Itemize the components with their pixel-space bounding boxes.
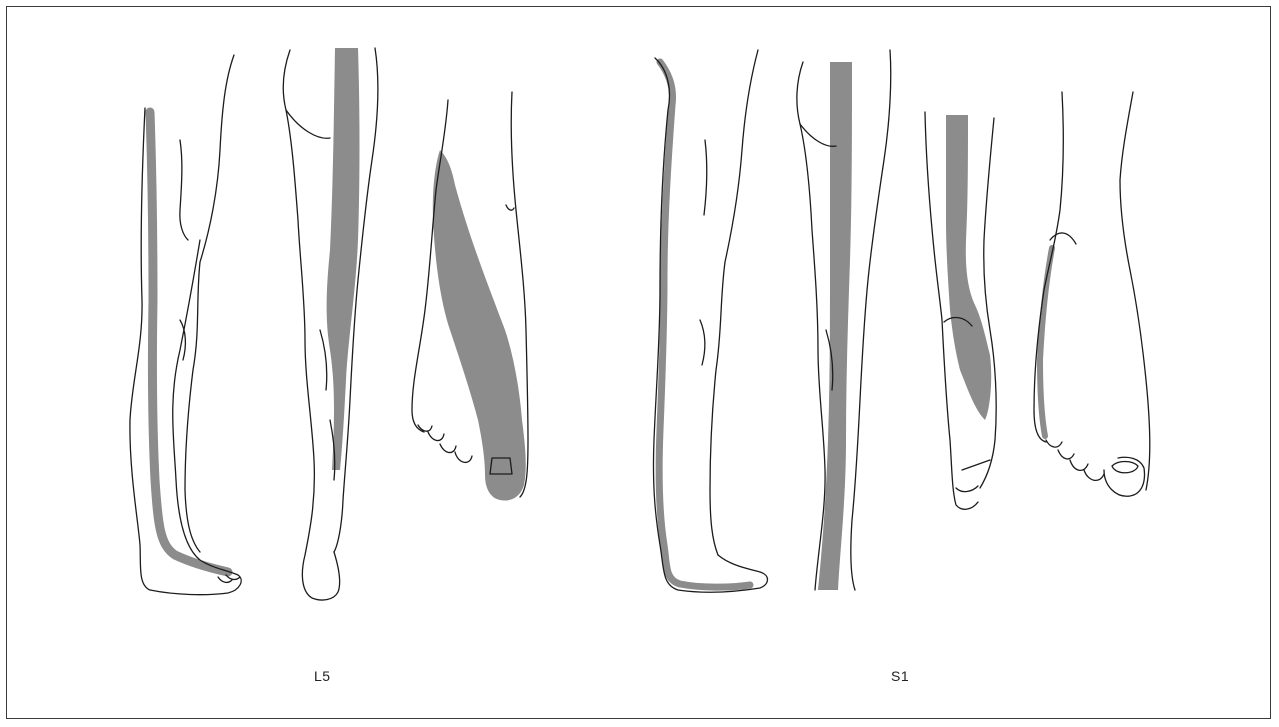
s1-lateral-leg [653, 50, 767, 592]
l5-foot-toes [418, 425, 472, 462]
l5-lateral-outline-front [185, 55, 234, 552]
l5-front-shading [327, 48, 360, 470]
s1-lateral-calf-line [700, 320, 705, 365]
l5-lateral-outline-back [130, 108, 241, 595]
l5-foot-ankle-mark [506, 205, 514, 210]
s1-posterior-outline-left [797, 62, 825, 590]
l5-lateral-leg [130, 55, 241, 595]
l5-foot-shading [433, 150, 526, 500]
s1-heel-view [925, 112, 996, 509]
s1-lateral-outline-front [710, 50, 758, 555]
s1-posterior-outline-right [851, 50, 891, 590]
l5-lateral-knee-line [180, 140, 188, 240]
s1-foot-great-toenail [1112, 462, 1138, 473]
s1-foot-toes [1046, 440, 1104, 480]
s1-foot-shading [1040, 248, 1052, 436]
l5-lateral-shading [150, 112, 228, 572]
s1-foot-great-toe [1104, 457, 1144, 496]
l5-foot-dorsum [412, 92, 528, 500]
l5-front-buttock-line [286, 110, 330, 138]
l5-label: L5 [314, 668, 331, 684]
s1-foot-dorsum [1034, 92, 1150, 496]
s1-posterior-leg [797, 50, 891, 590]
s1-heel-outline-right [980, 118, 996, 488]
s1-lateral-knee-line [704, 140, 707, 215]
s1-foot-outline-right [1120, 92, 1150, 490]
s1-heel-sole-toes [956, 460, 990, 492]
l5-front-leg [283, 48, 378, 600]
s1-label: S1 [891, 668, 909, 684]
